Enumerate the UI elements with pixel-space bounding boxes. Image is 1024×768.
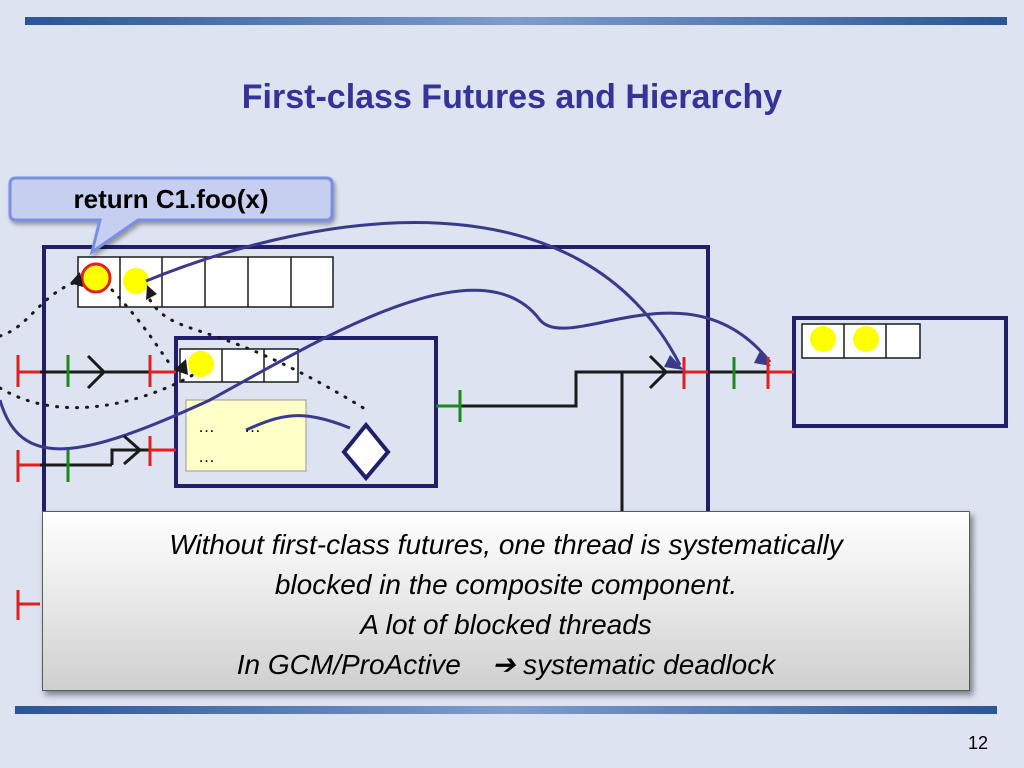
future-flow-arrowhead <box>174 359 188 375</box>
code-line: … <box>198 447 215 466</box>
future-marker <box>853 326 879 352</box>
caption-box: Without first-class futures, one thread … <box>42 511 970 691</box>
caption-line: Without first-class futures, one thread … <box>169 529 843 560</box>
code-box <box>185 399 307 472</box>
binding-chevrons <box>86 354 669 466</box>
code-line: … <box>244 417 261 436</box>
future-marker <box>188 351 214 377</box>
client-interfaces <box>16 355 794 620</box>
decision-diamond <box>341 421 391 482</box>
top-rule <box>25 17 1007 25</box>
bottom-rule <box>15 706 997 714</box>
request-flow-arrowhead <box>664 355 684 370</box>
composite-request-queue <box>77 256 334 308</box>
future-marker <box>810 326 836 352</box>
bindings <box>40 370 794 515</box>
page-number: 12 <box>967 733 988 753</box>
caption-line: A lot of blocked threads <box>360 609 652 640</box>
callout-text: return C1.foo(x) <box>73 184 269 214</box>
future-flow-arrowhead <box>70 272 83 287</box>
server-interfaces <box>66 355 736 482</box>
caption-line: In GCM/ProActive ➔ systematic deadlock <box>236 649 776 680</box>
future-flow-dotted <box>0 280 372 414</box>
caption-line: blocked in the composite component. <box>274 569 738 600</box>
callout-bubble <box>8 176 334 256</box>
pending-future-marker <box>80 262 112 294</box>
future-marker <box>123 268 149 294</box>
inner-component <box>174 336 438 488</box>
future-flow-arrowhead <box>146 285 157 300</box>
code-line: … <box>198 417 215 436</box>
slide-title: First-class Futures and Hierarchy <box>241 78 783 116</box>
request-flow-curves <box>0 221 772 451</box>
